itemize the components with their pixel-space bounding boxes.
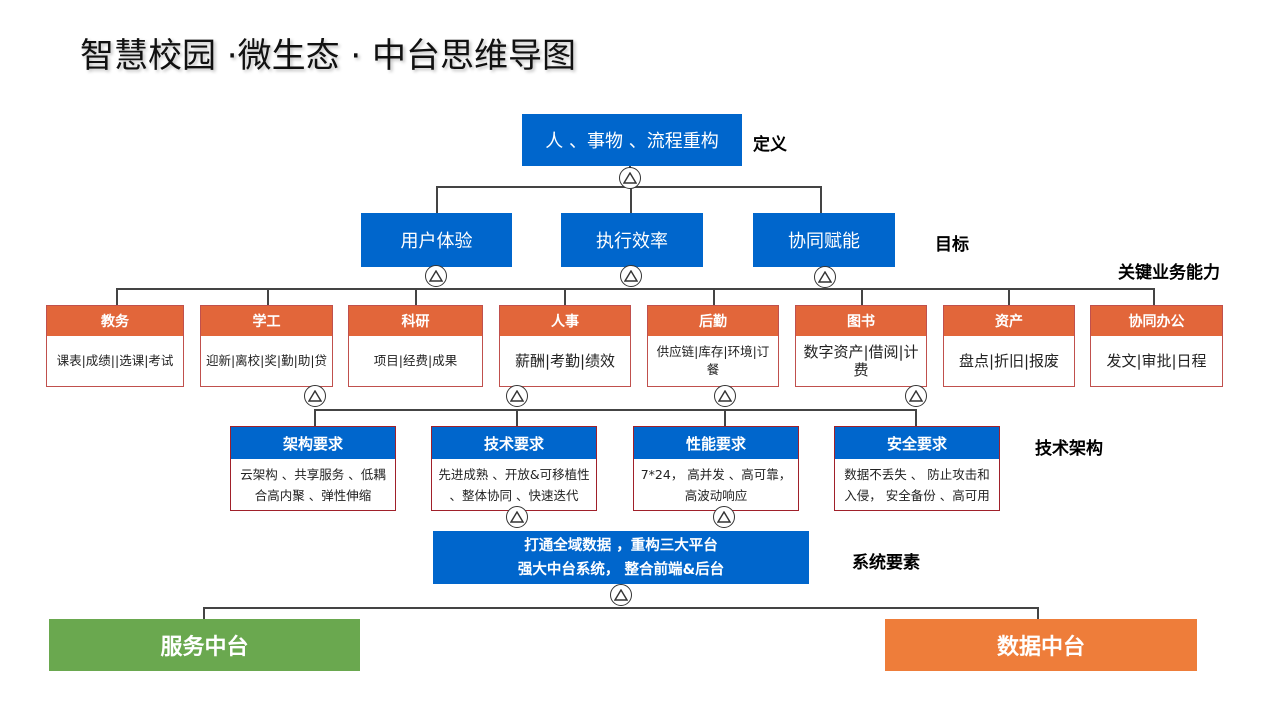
tech-card-performance: 性能要求 7*24， 高并发 、高可靠， 高波动响应 — [633, 426, 799, 511]
capabilities-label: 关键业务能力 — [1118, 263, 1220, 283]
system-box: 打通全域数据 ，重构三大平台 强大中台系统， 整合前端&后台 — [433, 531, 809, 584]
tech-label: 技术架构 — [1035, 439, 1103, 459]
tech-card-architecture: 架构要求 云架构 、共享服务 、低耦合高内聚 、弹性伸缩 — [230, 426, 396, 511]
triangle-node-icon — [619, 167, 641, 189]
tech-title: 性能要求 — [634, 427, 798, 459]
capability-body: 课表|成绩||选课|考试 — [56, 353, 174, 368]
capability-body: 盘点|折旧|报废 — [958, 352, 1060, 370]
goal-box-collaboration: 协同赋能 — [753, 213, 895, 267]
triangle-node-icon — [506, 385, 528, 407]
capability-card-logistics: 后勤 供应链|库存|环境|订餐 — [647, 305, 779, 387]
capability-title: 资产 — [944, 306, 1074, 336]
capability-title: 科研 — [349, 306, 482, 336]
tech-body: 先进成熟 、开放&可移植性 、整体协同 、快速迭代 — [438, 466, 590, 503]
capability-card-academic: 教务 课表|成绩||选课|考试 — [46, 305, 184, 387]
data-platform-box: 数据中台 — [885, 619, 1197, 671]
triangle-node-icon — [506, 506, 528, 528]
triangle-node-icon — [814, 266, 836, 288]
triangle-node-icon — [905, 385, 927, 407]
triangle-node-icon — [713, 506, 735, 528]
goals-label: 目标 — [935, 235, 969, 255]
capability-body: 供应链|库存|环境|订餐 — [656, 344, 770, 377]
definition-label: 定义 — [753, 135, 787, 155]
tech-body: 云架构 、共享服务 、低耦合高内聚 、弹性伸缩 — [240, 466, 386, 503]
tech-body: 7*24， 高并发 、高可靠， 高波动响应 — [640, 466, 792, 503]
page-title: 智慧校园 ·微生态 · 中台思维导图 — [80, 36, 577, 76]
service-platform-box: 服务中台 — [49, 619, 360, 671]
triangle-node-icon — [714, 385, 736, 407]
capability-card-office: 协同办公 发文|审批|日程 — [1090, 305, 1223, 387]
tech-card-technology: 技术要求 先进成熟 、开放&可移植性 、整体协同 、快速迭代 — [431, 426, 597, 511]
capability-card-research: 科研 项目|经费|成果 — [348, 305, 483, 387]
capability-title: 教务 — [47, 306, 183, 336]
triangle-node-icon — [610, 584, 632, 606]
triangle-node-icon — [620, 265, 642, 287]
system-line-1: 打通全域数据 ，重构三大平台 — [524, 537, 718, 554]
definition-box: 人 、事物 、流程重构 — [522, 114, 742, 166]
capability-card-student-affairs: 学工 迎新|离校|奖|勤|助|贷 — [200, 305, 333, 387]
capability-body: 数字资产|借阅|计费 — [803, 343, 919, 379]
system-label: 系统要素 — [852, 553, 920, 573]
goal-box-user-experience: 用户体验 — [361, 213, 512, 267]
capability-body: 项目|经费|成果 — [373, 353, 458, 368]
system-line-2: 强大中台系统， 整合前端&后台 — [517, 561, 725, 578]
triangle-node-icon — [304, 385, 326, 407]
goal-text: 执行效率 — [596, 231, 668, 252]
capability-card-assets: 资产 盘点|折旧|报废 — [943, 305, 1075, 387]
capability-body: 迎新|离校|奖|勤|助|贷 — [205, 353, 328, 368]
goal-box-efficiency: 执行效率 — [561, 213, 703, 267]
capability-card-library: 图书 数字资产|借阅|计费 — [795, 305, 927, 387]
tech-title: 架构要求 — [231, 427, 395, 459]
capability-title: 图书 — [796, 306, 926, 336]
capability-title: 学工 — [201, 306, 332, 336]
capability-title: 协同办公 — [1091, 306, 1222, 336]
capability-body: 薪酬|考勤|绩效 — [514, 352, 616, 370]
tech-body: 数据不丢失 、 防止攻击和入侵， 安全备份 、高可用 — [844, 466, 990, 503]
goal-text: 用户体验 — [400, 231, 473, 252]
capability-title: 人事 — [500, 306, 630, 336]
capability-body: 发文|审批|日程 — [1106, 352, 1207, 370]
definition-text: 人 、事物 、流程重构 — [545, 131, 719, 152]
tech-title: 技术要求 — [432, 427, 596, 459]
tech-title: 安全要求 — [835, 427, 999, 459]
goal-text: 协同赋能 — [788, 231, 860, 252]
capability-title: 后勤 — [648, 306, 778, 336]
capability-card-hr: 人事 薪酬|考勤|绩效 — [499, 305, 631, 387]
data-platform-text: 数据中台 — [996, 635, 1085, 660]
tech-card-security: 安全要求 数据不丢失 、 防止攻击和入侵， 安全备份 、高可用 — [834, 426, 1000, 511]
triangle-node-icon — [425, 265, 447, 287]
service-platform-text: 服务中台 — [160, 635, 249, 660]
